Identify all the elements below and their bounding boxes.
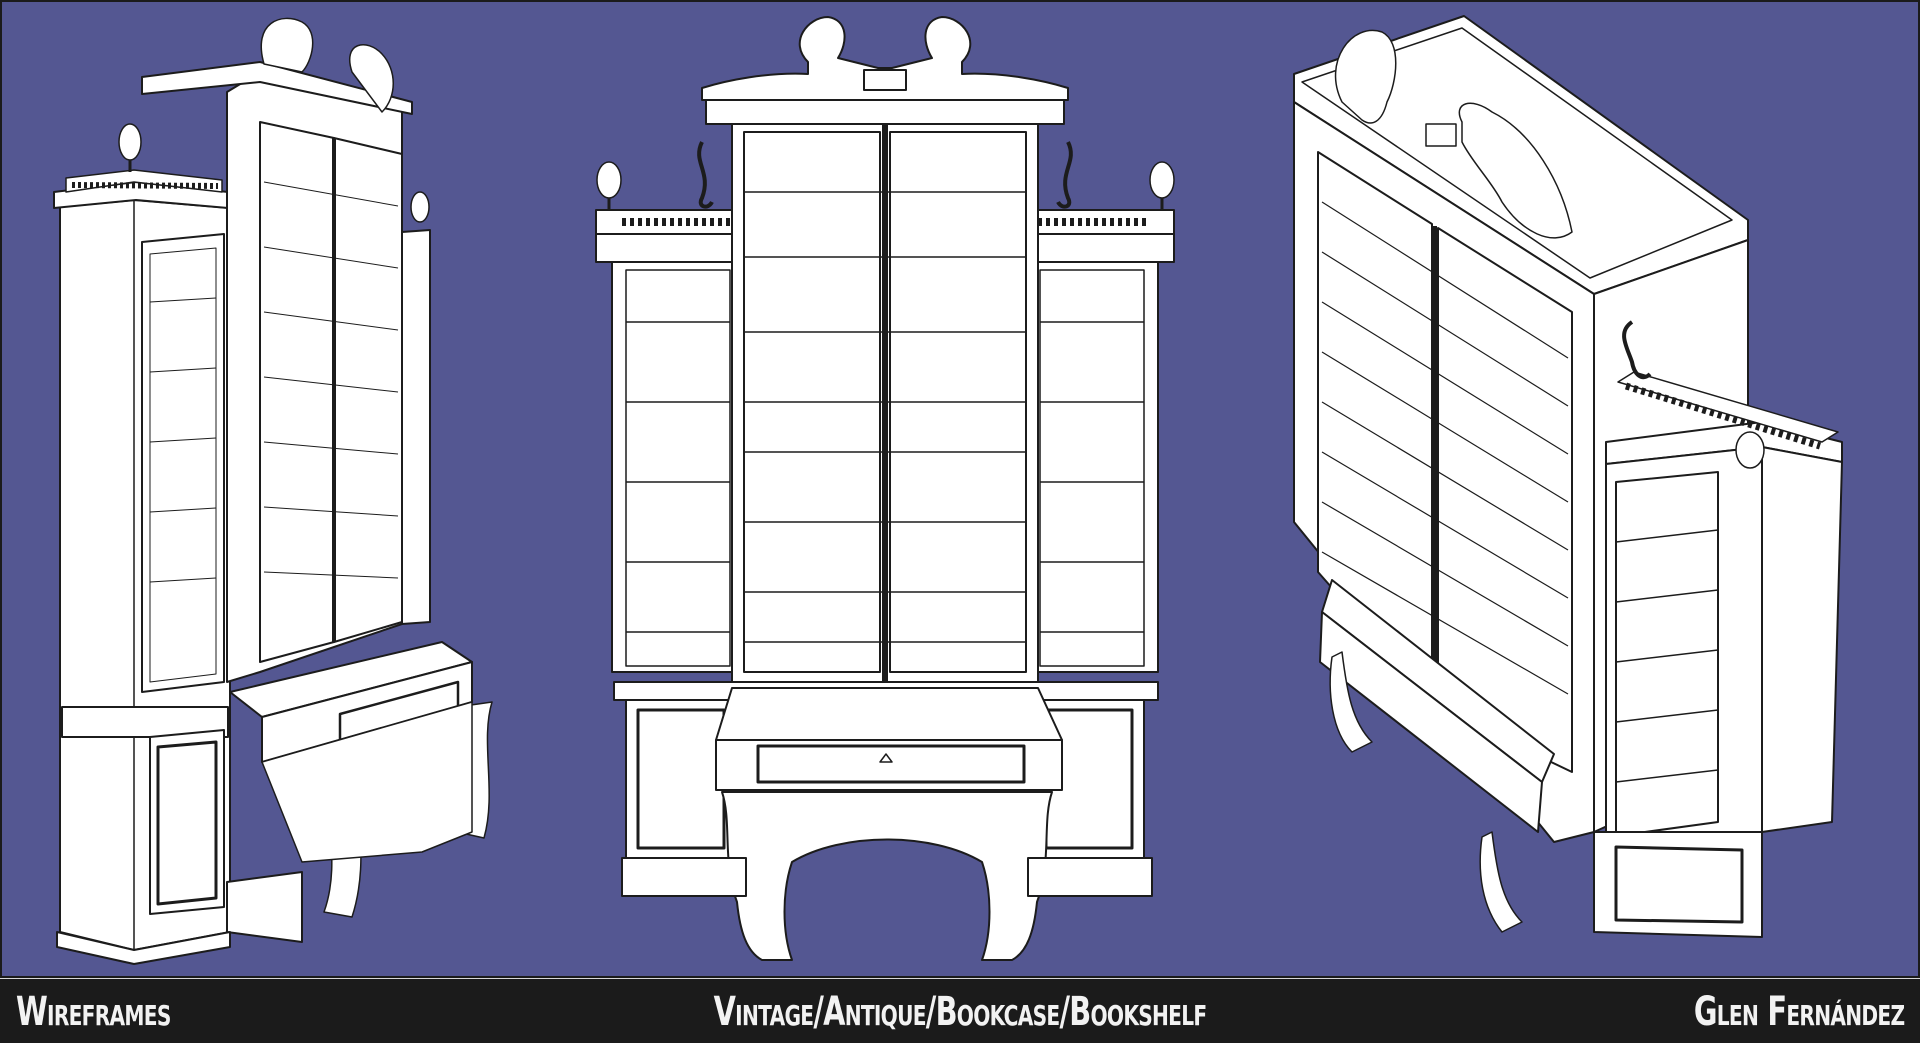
left-perspective-view <box>53 17 493 965</box>
top-perspective-view <box>1293 15 1843 938</box>
caption-author: Glen Fernández <box>1693 989 1904 1035</box>
bookcase-wireframe-renders <box>53 15 1843 965</box>
caption-bar: Wireframes Vintage/Antique/Bookcase/Book… <box>0 978 1920 1043</box>
front-view <box>595 16 1175 961</box>
caption-title: Vintage/Antique/Bookcase/Bookshelf <box>713 989 1208 1035</box>
caption-label-left: Wireframes <box>16 989 171 1035</box>
render-viewport <box>2 2 1918 976</box>
